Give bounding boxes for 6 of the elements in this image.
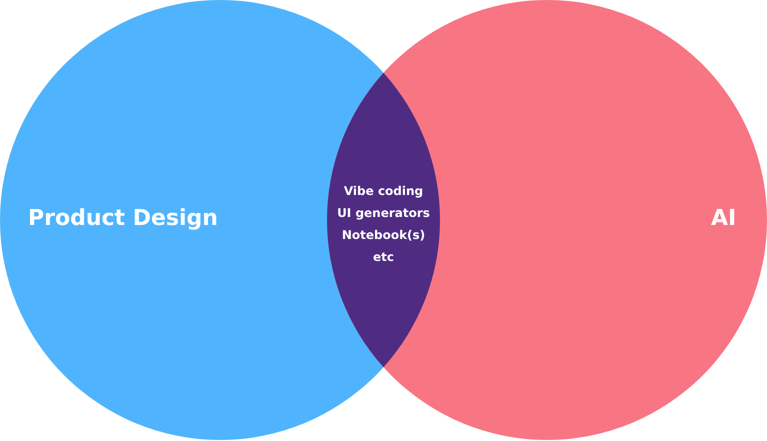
overlap-item: UI generators (337, 205, 430, 222)
overlap-item: Notebook(s) (342, 227, 426, 244)
overlap-item: etc (373, 249, 394, 266)
overlap-item: Vibe coding (344, 183, 424, 200)
set-label: Product Design (28, 206, 218, 231)
set-label: AI (711, 206, 736, 231)
